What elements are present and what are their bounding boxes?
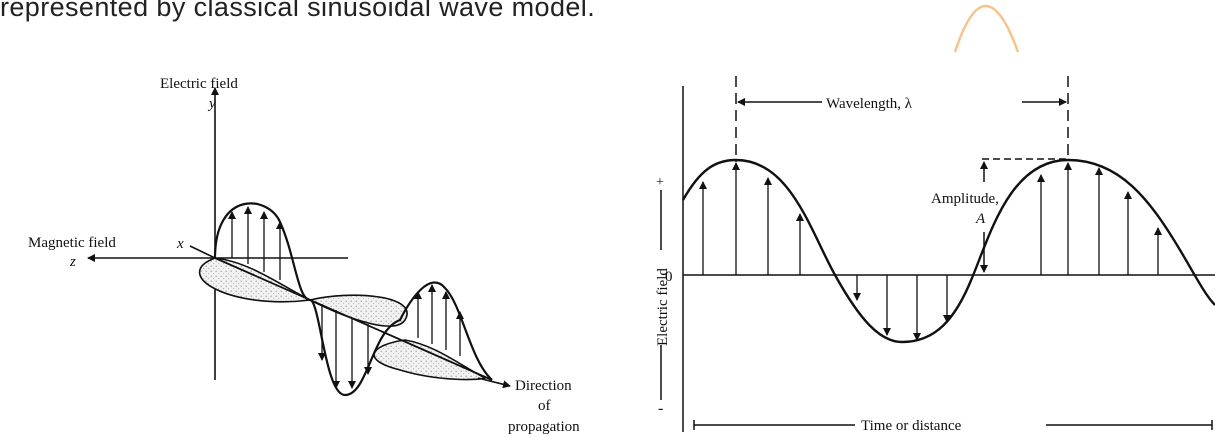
label-electric-field: Electric field <box>160 76 238 92</box>
label-direction: Direction <box>515 378 572 394</box>
propagation-axis <box>214 257 493 381</box>
decorative-arc <box>953 5 1020 53</box>
label-z-axis: z <box>69 254 76 270</box>
direction-arrow <box>477 377 511 389</box>
sine-curve <box>681 158 1215 344</box>
magnetic-lobe-1 <box>198 257 313 303</box>
label-y-electric-field: Electric field <box>655 268 671 346</box>
x-axis-line <box>189 245 216 259</box>
label-zero: 0 <box>665 269 673 285</box>
sine-down-arrows <box>853 275 951 341</box>
label-propagation: propagation <box>508 419 580 435</box>
label-time-or-distance: Time or distance <box>861 418 962 434</box>
e-field-up-arrows <box>228 206 464 356</box>
sine-up-arrows-2 <box>1037 162 1162 275</box>
label-wavelength: Wavelength, λ <box>826 96 913 112</box>
magnetic-lobe-3 <box>373 339 487 381</box>
em-wave-3d-diagram <box>87 87 511 397</box>
label-y-axis: y <box>207 96 216 112</box>
label-amplitude-symbol: A <box>975 211 986 227</box>
e-field-down-arrows <box>318 304 372 389</box>
label-x-axis: x <box>176 236 184 252</box>
sinusoid-diagram <box>660 76 1215 432</box>
label-minus: - <box>658 400 663 417</box>
label-plus: + <box>656 175 664 190</box>
label-magnetic-field: Magnetic field <box>28 235 116 251</box>
page-heading: represented by classical sinusoidal wave… <box>0 0 596 22</box>
sine-up-arrows-1 <box>699 162 804 275</box>
label-amplitude: Amplitude, <box>931 191 999 207</box>
electric-wave-curve <box>213 202 493 397</box>
label-of: of <box>538 398 551 414</box>
